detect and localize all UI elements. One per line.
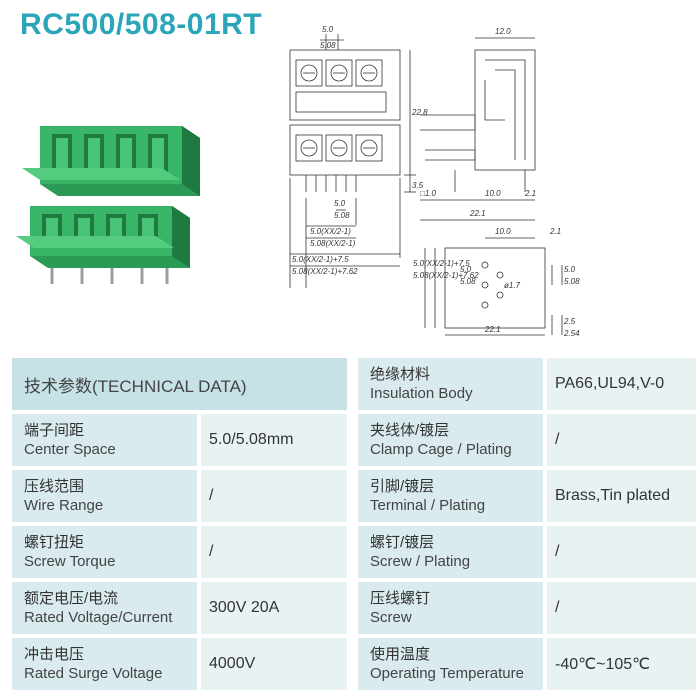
table-header: 技术参数(TECHNICAL DATA)	[12, 358, 347, 410]
spec-label: 压线螺钉 Screw	[358, 582, 543, 634]
spec-label: 压线范围 Wire Range	[12, 470, 197, 522]
spec-label-cn: 冲击电压	[24, 646, 85, 663]
dim-formula-1: 5.0(XX/2-1)	[310, 227, 351, 236]
dim-top-pitch-b: 5.08	[320, 41, 336, 50]
spec-label-en: Screw / Plating	[370, 553, 471, 570]
spec-value: /	[547, 414, 696, 466]
product-title: RC500/508-01RT	[20, 8, 263, 41]
spec-label: 冲击电压 Rated Surge Voltage	[12, 638, 197, 690]
spec-label: 引脚/镀层 Terminal / Plating	[358, 470, 543, 522]
spec-row: 螺钉/镀层 Screw / Plating /	[358, 526, 696, 578]
spec-row: 使用温度 Operating Temperature -40℃~105℃	[358, 638, 696, 690]
dim-formula-4: 5.08(XX/2-1)+7.62	[292, 267, 358, 276]
spec-label: 端子间距 Center Space	[12, 414, 197, 466]
spec-label-en: Screw	[370, 609, 412, 626]
dim-formula-3: 5.0(XX/2-1)+7.5	[292, 255, 349, 264]
dim-pcb-254: 2.54	[563, 329, 580, 338]
spec-value: 4000V	[201, 638, 347, 690]
dim-pcb-508: 5.08	[460, 277, 476, 286]
dim-pcb-50: 5.0	[460, 265, 472, 274]
spec-label: 螺钉扭矩 Screw Torque	[12, 526, 197, 578]
spec-value: 5.0/5.08mm	[201, 414, 347, 466]
table-header-row: 技术参数(TECHNICAL DATA)	[12, 358, 347, 410]
dim-pitch-b: 5.08	[334, 211, 350, 220]
dim-pcb-21: 2.1	[549, 227, 561, 236]
spec-label-cn: 引脚/镀层	[370, 478, 435, 495]
spec-value: PA66,UL94,V-0	[547, 358, 696, 410]
dim-pitch-a: 5.0	[334, 199, 346, 208]
spec-value: 300V 20A	[201, 582, 347, 634]
spec-label-cn: 压线范围	[24, 478, 85, 495]
spec-row: 压线螺钉 Screw /	[358, 582, 696, 634]
dim-pcb-f1: 5.0(XX/2-1)+7.5	[413, 259, 470, 268]
spec-label: 绝缘材料 Insulation Body	[358, 358, 543, 410]
spec-label: 夹线体/镀层 Clamp Cage / Plating	[358, 414, 543, 466]
spec-label-en: Clamp Cage / Plating	[370, 441, 512, 458]
dim-height-total: 22.8	[411, 108, 428, 117]
spec-value: /	[201, 526, 347, 578]
product-photo	[16, 126, 200, 284]
spec-value: /	[201, 470, 347, 522]
spec-label-cn: 额定电压/电流	[24, 590, 119, 607]
dim-pin-len: 3.5	[412, 181, 424, 190]
spec-label-cn: 绝缘材料	[370, 366, 431, 383]
spec-label-en: Center Space	[24, 441, 116, 458]
dim-top-pitch-a: 5.0	[322, 25, 334, 34]
dim-pcb-r50: 5.0	[564, 265, 576, 274]
spec-value: -40℃~105℃	[547, 638, 696, 690]
dim-side-pin: □1.0	[420, 189, 437, 198]
spec-label-cn: 夹线体/镀层	[370, 422, 450, 439]
dim-pcb-25: 2.5	[563, 317, 576, 326]
spec-row: 引脚/镀层 Terminal / Plating Brass,Tin plate…	[358, 470, 696, 522]
spec-label-en: Rated Surge Voltage	[24, 665, 163, 682]
spec-row: 冲击电压 Rated Surge Voltage 4000V	[12, 638, 347, 690]
dim-pcb-f2: 5.08(XX/2-1)+7.62	[413, 271, 479, 280]
dim-pcb-10: 10.0	[495, 227, 511, 236]
spec-row: 夹线体/镀层 Clamp Cage / Plating /	[358, 414, 696, 466]
spec-label-cn: 螺钉扭矩	[24, 534, 85, 551]
spec-label-cn: 端子间距	[24, 422, 85, 439]
spec-row: 额定电压/电流 Rated Voltage/Current 300V 20A	[12, 582, 347, 634]
spec-value: /	[547, 526, 696, 578]
dim-pcb-r508: 5.08	[564, 277, 580, 286]
spec-label-en: Wire Range	[24, 497, 104, 514]
spec-label: 额定电压/电流 Rated Voltage/Current	[12, 582, 197, 634]
spec-label-cn: 螺钉/镀层	[370, 534, 435, 551]
dim-side-10: 10.0	[485, 189, 501, 198]
spec-label-cn: 压线螺钉	[370, 590, 431, 607]
dim-pcb-hole: ø1.7	[504, 281, 521, 290]
dim-formula-2: 5.08(XX/2-1)	[310, 239, 356, 248]
spec-value: /	[547, 582, 696, 634]
spec-label-en: Terminal / Plating	[370, 497, 486, 514]
technical-drawings: 5.0 5.08 22.8 3.5 5.0 5.08 5.0(XX/2-1) 5…	[289, 25, 580, 338]
spec-label-cn: 使用温度	[370, 646, 431, 663]
dim-side-top: 12.0	[495, 27, 511, 36]
spec-label-en: Screw Torque	[24, 553, 116, 570]
dim-side-221: 22.1	[469, 209, 486, 218]
spec-row: 端子间距 Center Space 5.0/5.08mm	[12, 414, 347, 466]
spec-label: 使用温度 Operating Temperature	[358, 638, 543, 690]
spec-row: 螺钉扭矩 Screw Torque /	[12, 526, 347, 578]
spec-row: 压线范围 Wire Range /	[12, 470, 347, 522]
spec-label-en: Rated Voltage/Current	[24, 609, 173, 626]
dim-pcb-221: 22.1	[484, 325, 501, 334]
spec-label: 螺钉/镀层 Screw / Plating	[358, 526, 543, 578]
spec-label-en: Operating Temperature	[370, 665, 524, 682]
spec-label-en: Insulation Body	[370, 385, 473, 402]
spec-row: 绝缘材料 Insulation Body PA66,UL94,V-0	[358, 358, 696, 410]
spec-value: Brass,Tin plated	[547, 470, 696, 522]
dim-side-21: 2.1	[524, 189, 536, 198]
